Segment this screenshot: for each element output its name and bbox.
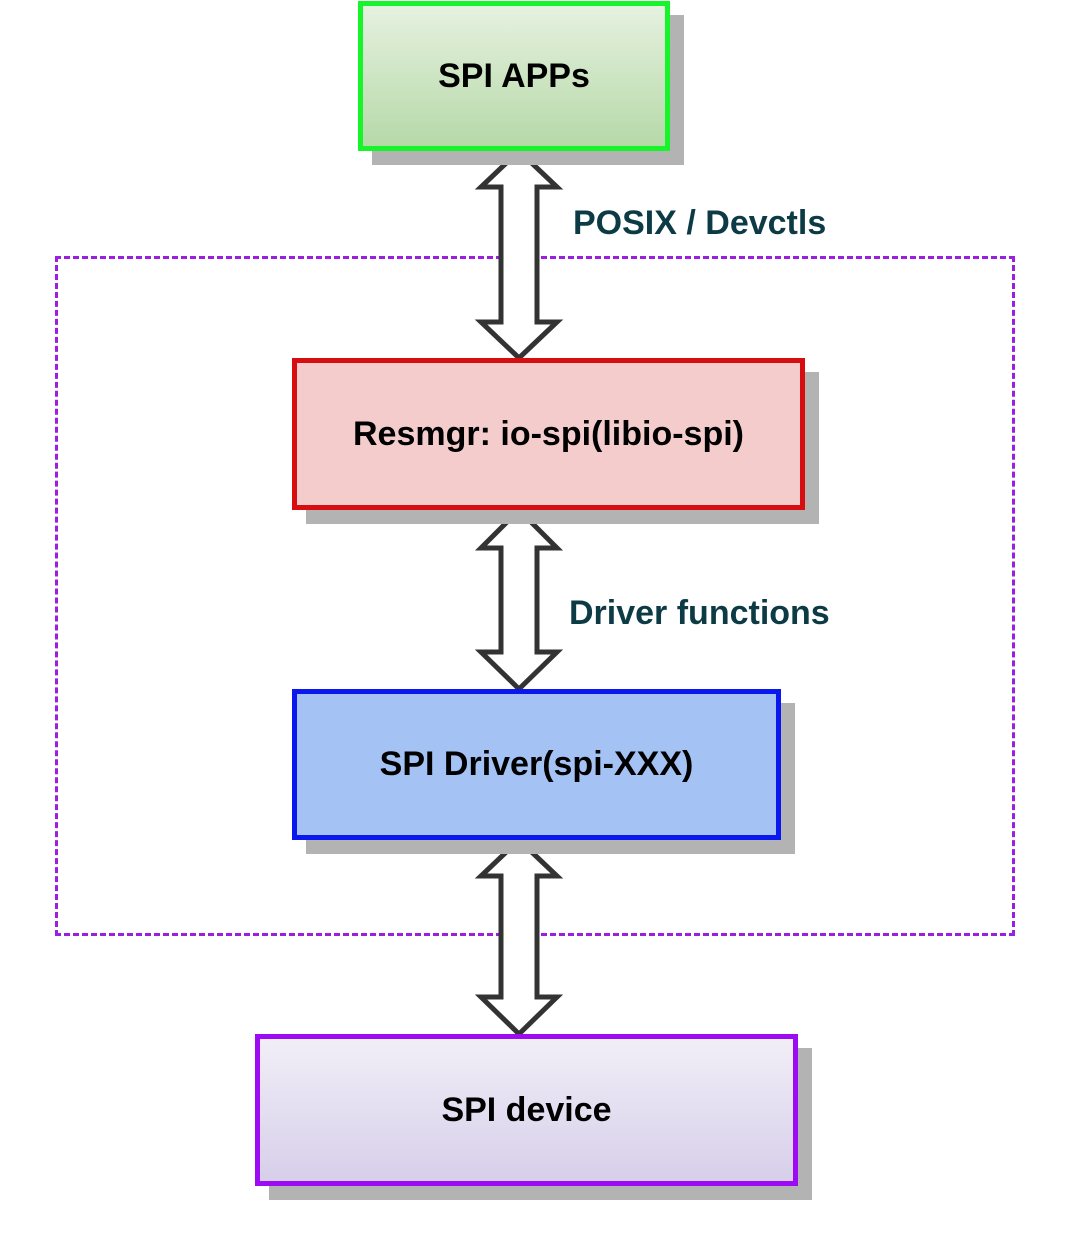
double-arrow-apps-resmgr — [474, 147, 564, 362]
double-arrow-driver-device — [474, 836, 564, 1038]
spi-device-label: SPI device — [441, 1090, 612, 1129]
spi-driver-node: SPI Driver(spi-XXX) — [292, 689, 781, 840]
spi-driver-label: SPI Driver(spi-XXX) — [379, 745, 694, 783]
resmgr-label: Resmgr: io-spi(libio-spi) — [353, 414, 744, 453]
resmgr-node: Resmgr: io-spi(libio-spi) — [292, 358, 805, 510]
spi-apps-label: SPI APPs — [438, 56, 590, 95]
driver-functions-label: Driver functions — [569, 594, 830, 632]
posix-devctls-label: POSIX / Devctls — [573, 204, 827, 242]
spi-apps-node: SPI APPs — [358, 1, 670, 151]
double-arrow-resmgr-driver — [474, 506, 564, 693]
spi-device-node: SPI device — [255, 1034, 798, 1186]
